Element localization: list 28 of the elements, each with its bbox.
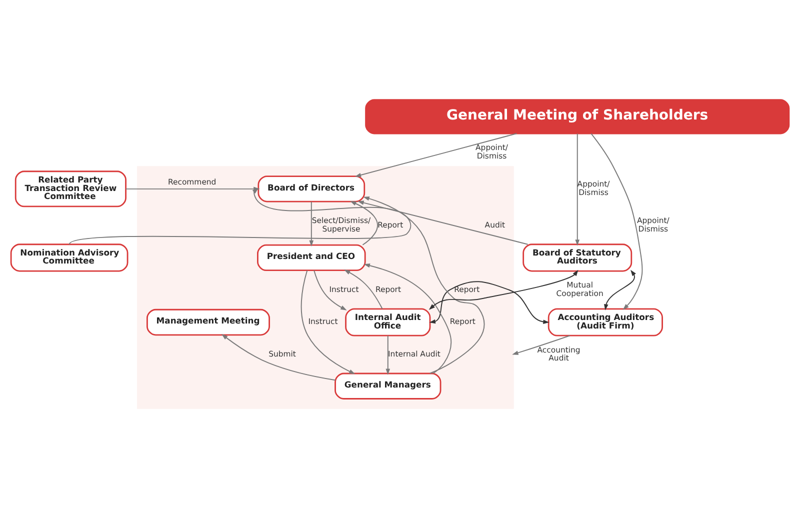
node-box: General Managers xyxy=(334,372,442,400)
node-box: Related Party Transaction Review Committee xyxy=(14,170,126,208)
arrow xyxy=(428,270,578,310)
arrow xyxy=(590,133,643,310)
arrow xyxy=(358,200,528,245)
arrow xyxy=(350,201,378,246)
arrow xyxy=(512,335,570,355)
arrow xyxy=(604,270,636,310)
node-box: Board of Statutory Auditors xyxy=(522,244,632,272)
arrow xyxy=(363,196,485,374)
arrow xyxy=(309,201,314,247)
node-box: Accounting Auditors (Audit Firm) xyxy=(548,308,663,336)
node-box: Management Meeting xyxy=(146,308,270,336)
node-box: Internal Audit Office xyxy=(345,308,431,336)
node-box: Board of Directors xyxy=(258,176,366,202)
node-box: Nomination Advisory Committee xyxy=(10,244,128,272)
node-box: President and CEO xyxy=(257,244,366,272)
arrow xyxy=(429,281,550,324)
arrow xyxy=(364,263,452,374)
arrow xyxy=(314,270,347,310)
cluster xyxy=(137,166,514,409)
arrow xyxy=(354,133,518,178)
arrow xyxy=(300,270,356,374)
arrow xyxy=(222,334,336,381)
arrow xyxy=(575,133,580,246)
node-box: General Meeting of Shareholders xyxy=(365,99,790,134)
arrow xyxy=(344,270,383,310)
arrow xyxy=(386,335,390,375)
